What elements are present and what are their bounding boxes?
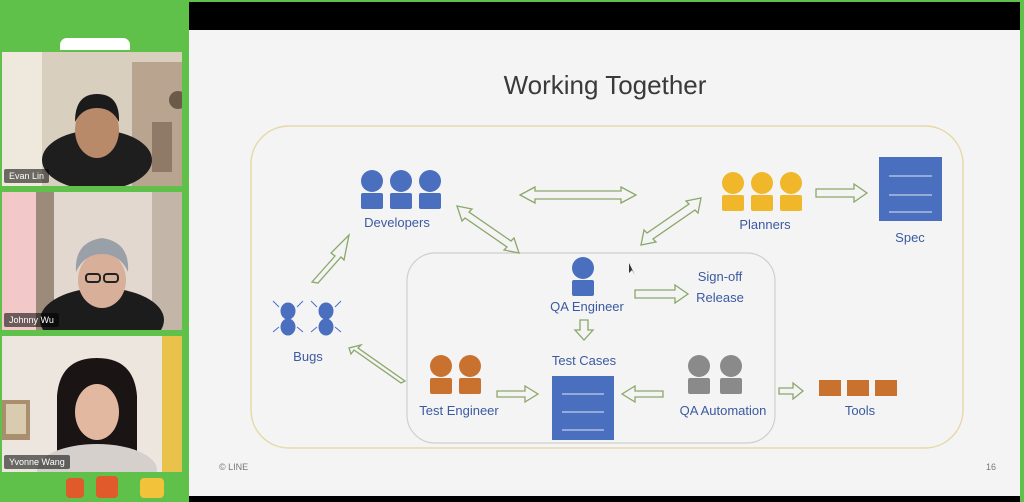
video-feed: [2, 52, 182, 186]
page-number: 16: [986, 462, 996, 472]
participant-name: Evan Lin: [4, 169, 50, 183]
participant-name: Johnny Wu: [4, 313, 59, 327]
flow-arrows: [310, 182, 869, 404]
participant-panel: Evan Lin Johnny Wu Yvonne Wang: [0, 0, 186, 502]
participant-name: Yvonne Wang: [4, 455, 70, 469]
video-feed: [2, 192, 182, 330]
signoff-label: Sign-off: [698, 269, 743, 284]
qa-automation-label: QA Automation: [680, 403, 767, 418]
outer-frame: [250, 125, 964, 449]
developers-icon: [361, 170, 441, 209]
qa-team-frame: [406, 252, 776, 444]
shared-screen: Working Together Developers Planners: [189, 2, 1020, 502]
qa-testcases-arrow: [573, 319, 595, 341]
slide-canvas: Working Together Developers Planners: [219, 70, 996, 472]
automation-testcases-arrow: [620, 384, 664, 404]
release-label: Release: [696, 290, 744, 305]
developers-planners-arrow: [518, 185, 638, 205]
planners-spec-arrow: [815, 182, 869, 204]
bugs-developers-arrow: [310, 233, 351, 284]
presentation-slide: Working Together Developers Planners: [189, 30, 1020, 496]
planners-icon: [722, 172, 802, 211]
planners-qa-arrow: [640, 197, 702, 246]
copyright-label: © LINE: [219, 462, 248, 472]
qa-automation-icon: [688, 355, 742, 394]
bug-icon: [272, 300, 342, 336]
qa-engineer-icon: [572, 257, 594, 296]
background-decoration: [60, 38, 130, 52]
test-cases-document-icon: [552, 376, 614, 440]
developers-qa-arrow: [456, 205, 520, 254]
automation-tools-arrow: [778, 381, 805, 401]
tools-label: Tools: [845, 403, 876, 418]
spec-document-icon: [879, 157, 942, 221]
test-engineer-icon: [430, 355, 481, 394]
test-engineer-label: Test Engineer: [419, 403, 499, 418]
qa-signoff-arrow: [634, 283, 690, 305]
mouse-cursor-icon: [629, 263, 635, 275]
participant-tile[interactable]: Yvonne Wang: [0, 334, 184, 474]
testengineer-testcases-arrow: [496, 384, 540, 404]
developers-label: Developers: [364, 215, 430, 230]
testengineer-bugs-arrow: [348, 343, 407, 384]
spec-label: Spec: [895, 230, 925, 245]
video-feed: [2, 336, 182, 472]
bugs-label: Bugs: [293, 349, 323, 364]
planners-label: Planners: [739, 217, 791, 232]
background-decoration: [66, 476, 164, 498]
test-cases-label: Test Cases: [552, 353, 617, 368]
tools-icon: [819, 380, 897, 396]
slide-title: Working Together: [504, 70, 707, 100]
participant-tile[interactable]: Evan Lin: [0, 50, 184, 188]
participant-tile[interactable]: Johnny Wu: [0, 190, 184, 332]
qa-engineer-label: QA Engineer: [550, 299, 624, 314]
